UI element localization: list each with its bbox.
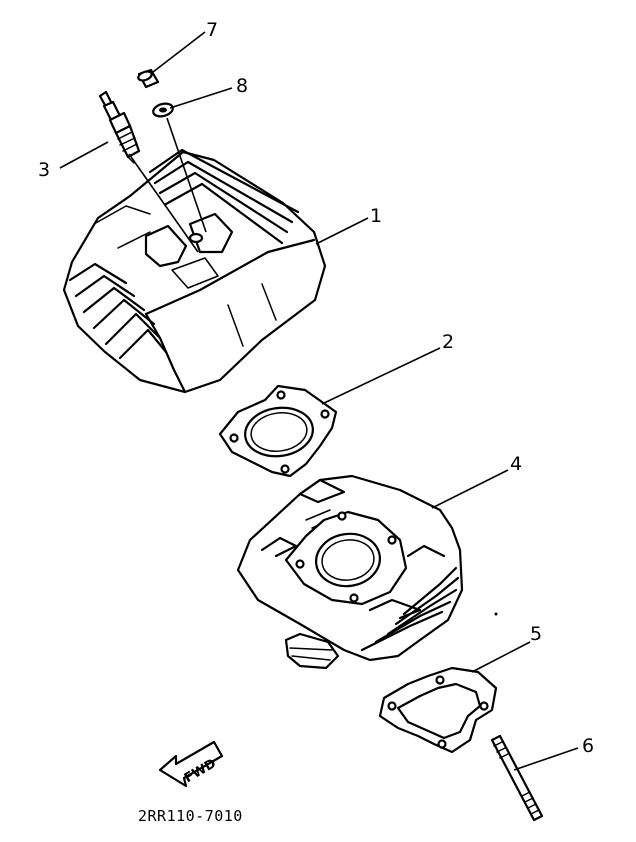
diagram-code: 2RR110-7010 (138, 807, 243, 825)
part-8-washer (152, 102, 174, 118)
callout-5: 5 (530, 623, 542, 645)
callout-6: 6 (582, 735, 594, 757)
callout-2: 2 (442, 331, 454, 353)
part-2-head-gasket (218, 384, 338, 478)
part-7-cap-nut (137, 68, 160, 89)
fwd-arrow: FWD (158, 740, 224, 788)
callout-4: 4 (510, 453, 522, 475)
part-6-stud-bolt (490, 734, 544, 822)
callout-numbers: 7 8 3 1 2 4 5 6 (38, 19, 594, 757)
part-1-cylinder-head (62, 148, 327, 394)
part-3-spark-plug (98, 90, 141, 164)
callout-7: 7 (206, 19, 218, 41)
callout-8: 8 (236, 75, 248, 97)
part-4-cylinder (236, 474, 464, 670)
part-5-base-gasket (378, 666, 498, 754)
leader-lines (59, 31, 579, 771)
callout-3: 3 (38, 159, 50, 181)
callout-1: 1 (370, 205, 382, 227)
